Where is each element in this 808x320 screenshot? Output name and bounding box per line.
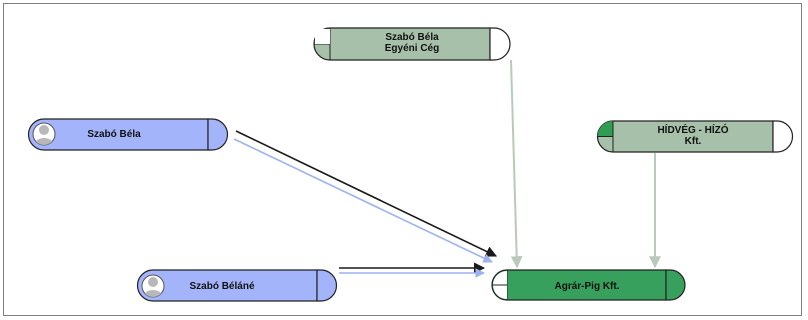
avatar-icon: [141, 274, 165, 298]
node-label: Agrár-Pig Kft.: [555, 281, 620, 292]
edge-szabo-bela-to-agrar-pig[interactable]: [235, 130, 498, 257]
avatar-icon: [32, 122, 56, 146]
edge-szabo-bela-to-agrar-pig-secondary[interactable]: [233, 138, 493, 263]
status-indicator: [493, 271, 507, 285]
edges: [233, 59, 661, 278]
node-agrar-pig[interactable]: Agrár-Pig Kft.: [491, 269, 686, 301]
node-label: Szabó Béla: [87, 129, 141, 140]
node-label-line-2: Kft.: [685, 136, 702, 147]
diagram-frame: [3, 3, 802, 316]
node-label-line-1: HÍDVÉG - HÍZÓ: [657, 123, 728, 136]
status-indicator: [493, 285, 507, 300]
node-szabo-bela-egyeni-ceg[interactable]: Szabó Béla Egyéni Cég: [313, 27, 511, 61]
node-label-line-1: Szabó Béla: [385, 32, 439, 43]
node-szabo-belane[interactable]: Szabó Béláné: [136, 269, 338, 302]
status-indicator: [315, 29, 330, 44]
node-hidveg-hizo[interactable]: HÍDVÉG - HÍZÓ Kft.: [596, 120, 794, 153]
node-label-line-2: Egyéni Cég: [385, 43, 439, 54]
node-label: Szabó Béláné: [189, 281, 254, 292]
status-indicator: [597, 121, 613, 137]
edge-egyeni-ceg-to-agrar-pig[interactable]: [510, 59, 523, 269]
node-szabo-bela[interactable]: Szabó Béla: [27, 118, 229, 151]
